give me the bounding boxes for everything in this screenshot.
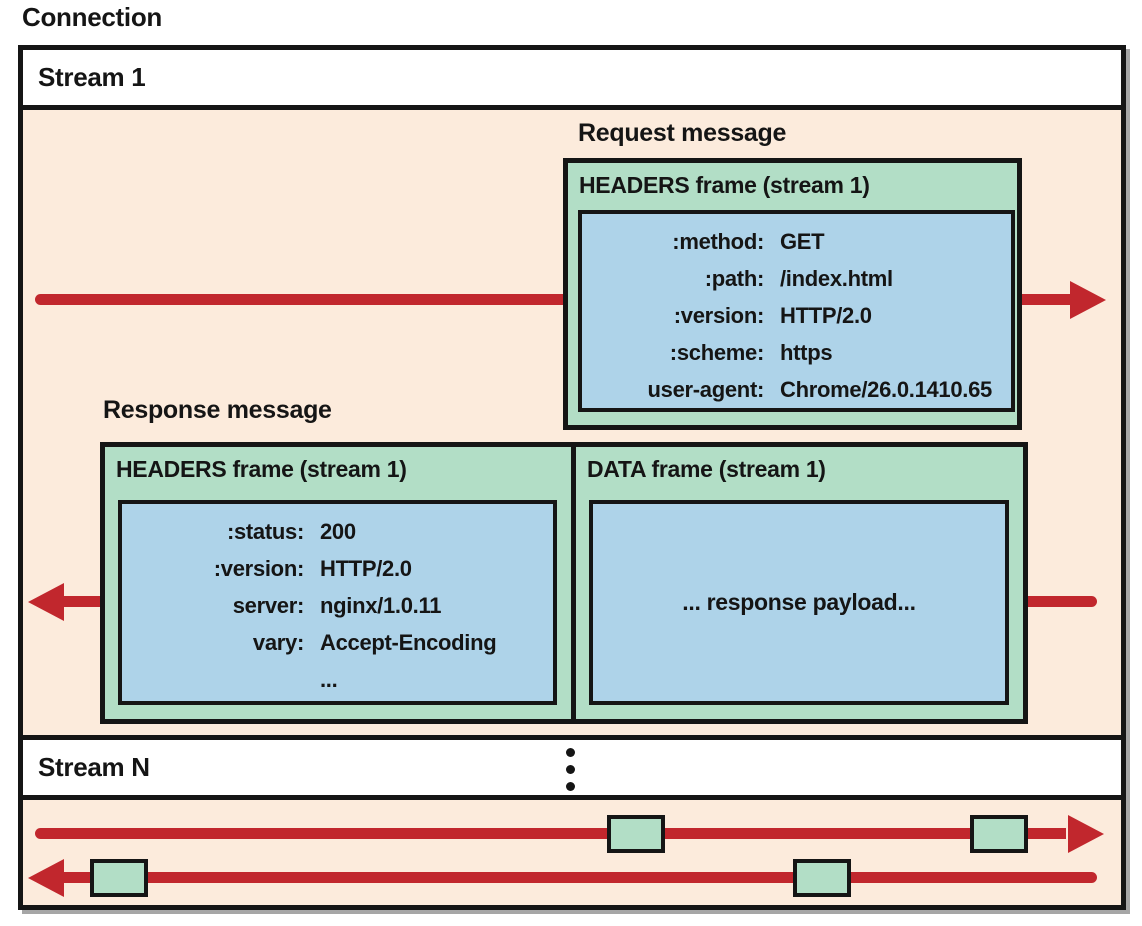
header-row: user-agent:Chrome/26.0.1410.65 bbox=[647, 377, 993, 402]
request-headers-frame-title: HEADERS frame (stream 1) bbox=[579, 172, 870, 198]
response-payload-text: ... response payload... bbox=[682, 589, 916, 615]
stream-n-header: Stream N bbox=[23, 740, 1121, 800]
stream-1-header: Stream 1 bbox=[23, 50, 1121, 110]
response-data-frame-title: DATA frame (stream 1) bbox=[587, 456, 826, 482]
response-arrow-shaft-left bbox=[61, 596, 106, 607]
stream-1-body: Request message HEADERS frame (stream 1)… bbox=[23, 110, 1121, 740]
frame-box bbox=[970, 815, 1028, 853]
request-headers-frame: HEADERS frame (stream 1) :method:GET :pa… bbox=[563, 158, 1022, 430]
response-headers-frame-title: HEADERS frame (stream 1) bbox=[116, 456, 407, 482]
right-arrow-icon bbox=[1070, 281, 1106, 319]
response-message-label: Response message bbox=[103, 396, 332, 424]
right-arrow-icon bbox=[1068, 815, 1104, 853]
header-row: :version:HTTP/2.0 bbox=[213, 556, 412, 581]
stream-n-body bbox=[23, 800, 1121, 905]
header-row: server:nginx/1.0.11 bbox=[232, 593, 442, 618]
frame-box bbox=[90, 859, 148, 897]
vertical-ellipsis-icon bbox=[566, 748, 575, 791]
request-arrow-shaft-right bbox=[1022, 294, 1077, 305]
header-row: :status:200 bbox=[226, 519, 356, 544]
connection-label: Connection bbox=[22, 2, 162, 32]
left-arrow-icon bbox=[28, 583, 64, 621]
header-row: vary:Accept-Encoding bbox=[252, 630, 497, 655]
response-data-frame: DATA frame (stream 1) ... response paylo… bbox=[571, 442, 1028, 724]
stream-n-label: Stream N bbox=[38, 752, 150, 782]
response-arrow-shaft-right bbox=[1028, 596, 1097, 607]
header-row: :version:HTTP/2.0 bbox=[673, 303, 872, 328]
stream-1-label: Stream 1 bbox=[38, 62, 146, 92]
response-payload-box: ... response payload... bbox=[589, 500, 1009, 705]
request-arrow-shaft-left bbox=[35, 294, 563, 305]
request-message-label: Request message bbox=[578, 119, 787, 147]
header-row: :scheme:https bbox=[669, 340, 833, 365]
frame-box bbox=[607, 815, 665, 853]
response-headers-box: :status:200 :version:HTTP/2.0 server:ngi… bbox=[118, 500, 557, 705]
header-row: :method:GET bbox=[672, 229, 825, 254]
frame-box bbox=[793, 859, 851, 897]
stream-n-forward-shaft bbox=[35, 828, 1066, 839]
header-row: :path:/index.html bbox=[704, 266, 893, 291]
request-headers-box: :method:GET :path:/index.html :version:H… bbox=[578, 210, 1015, 412]
response-headers-frame: HEADERS frame (stream 1) :status:200 :ve… bbox=[100, 442, 576, 724]
stream-n-backward-shaft bbox=[61, 872, 1097, 883]
connection-box: Stream 1 Request message HEADERS frame (… bbox=[18, 45, 1126, 910]
left-arrow-icon bbox=[28, 859, 64, 897]
header-row-ellipsis: ... bbox=[320, 667, 338, 692]
